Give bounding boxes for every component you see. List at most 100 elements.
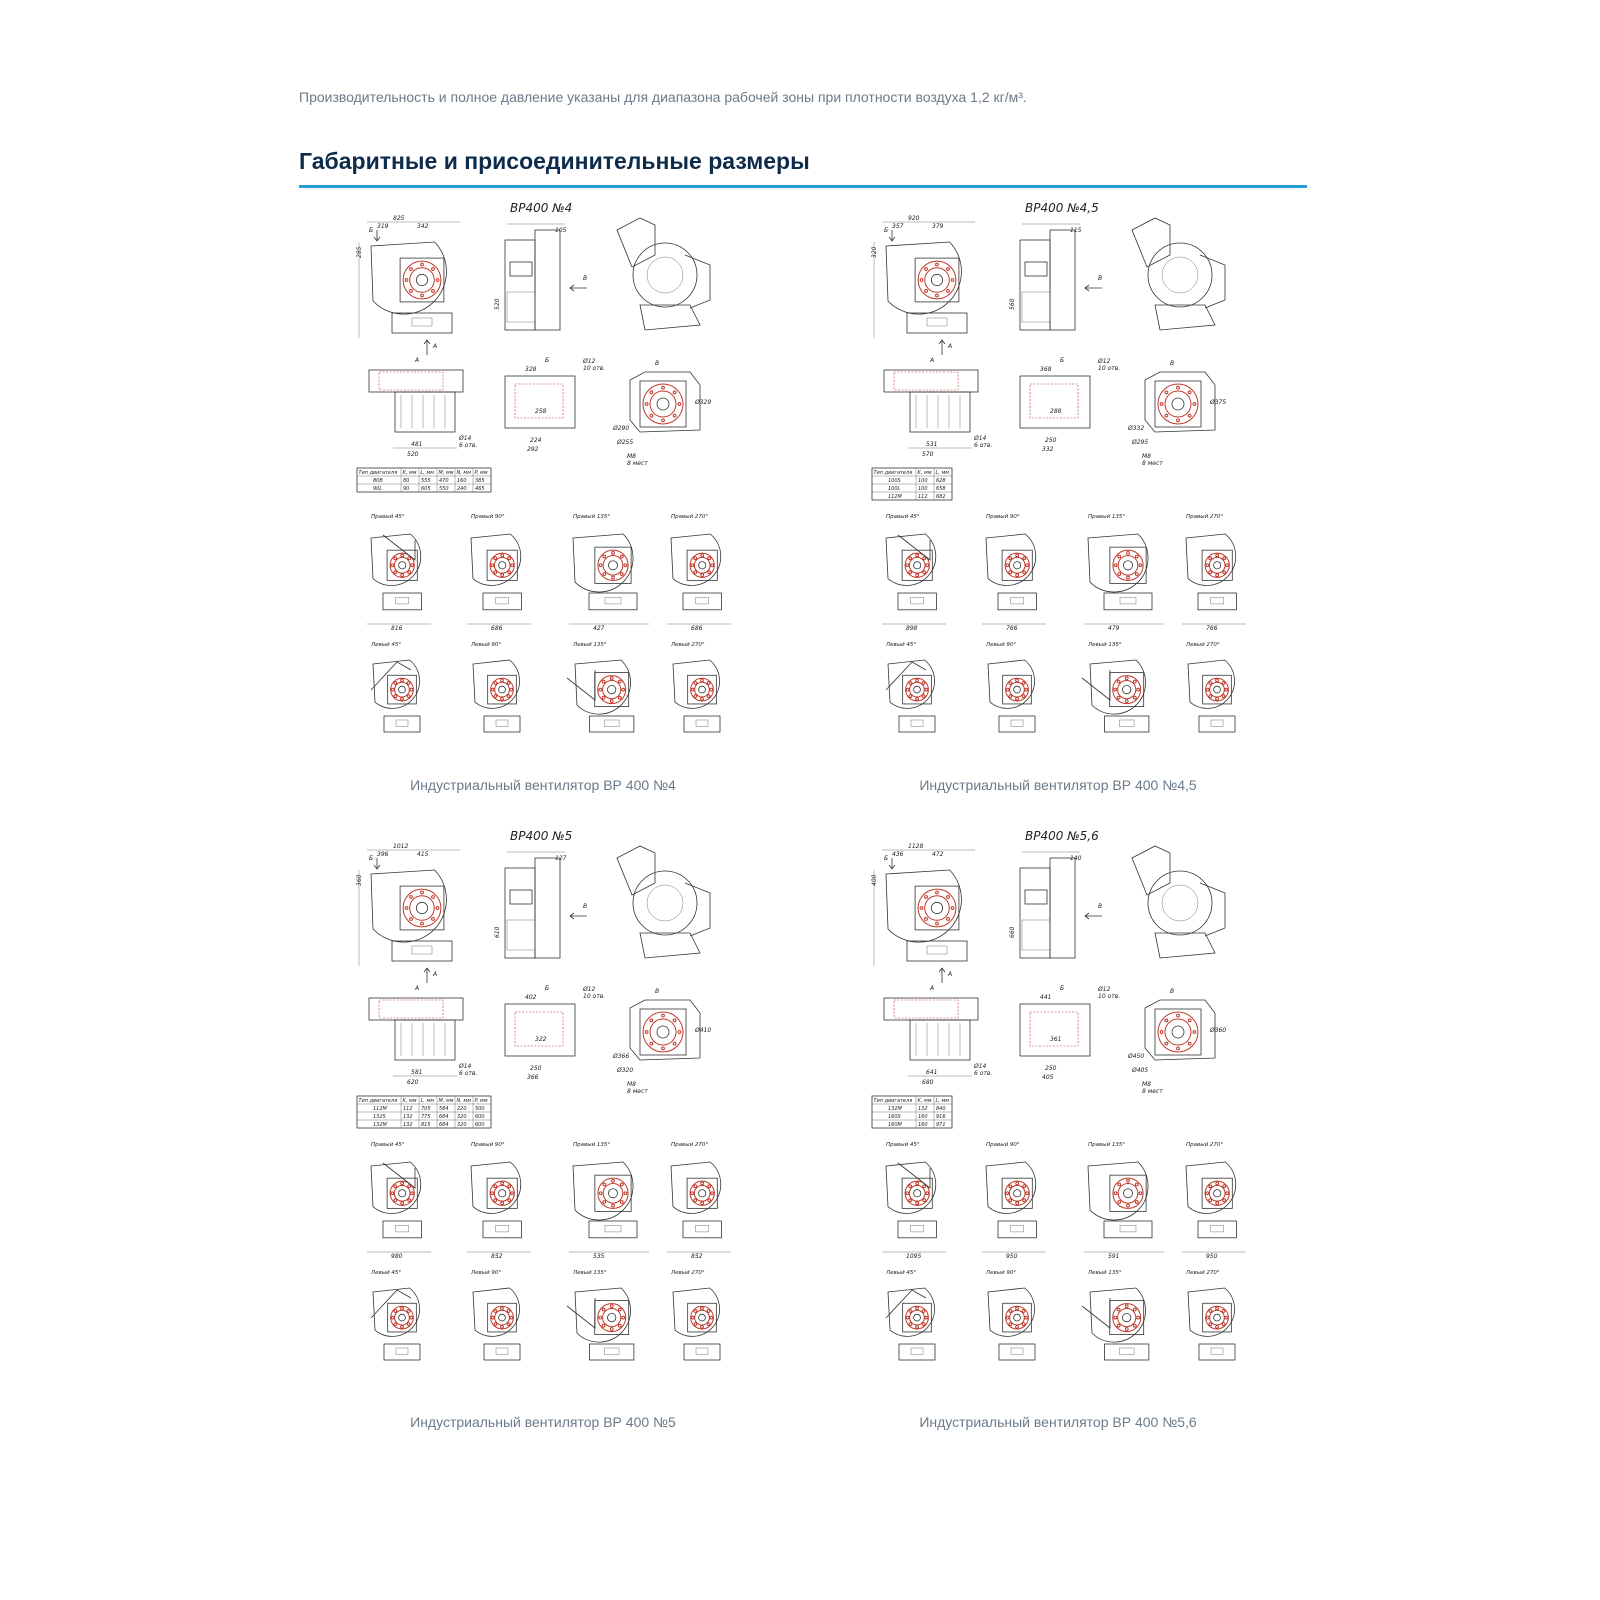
table-cell: 600 (475, 1122, 485, 1128)
left-variant-label: Левый 90° (470, 642, 501, 648)
fan-base (589, 715, 635, 733)
dim-a-inner: 641 (926, 1069, 937, 1076)
fan-flange (594, 1300, 630, 1335)
table-cell: 775 (421, 1114, 431, 1120)
view-a-title: А (414, 357, 419, 364)
dim-side-top: 115 (1070, 227, 1082, 234)
dim-right: 342 (417, 223, 429, 230)
table-cell: 470 (439, 478, 449, 484)
table-cell: 90L (373, 486, 382, 492)
fan-flange (487, 1302, 517, 1333)
dim-b-inner: 288 (1050, 408, 1062, 415)
table-cell: 240 (457, 486, 467, 492)
base-window (604, 597, 622, 605)
table-cell: 112 (403, 1106, 413, 1112)
left-variant-fan (472, 659, 521, 733)
b-hole-size: Ø12 (582, 986, 596, 993)
right-variant-label: Правый 90° (986, 514, 1020, 520)
base-window (1010, 1347, 1024, 1355)
view-a-arrow-label: А (947, 971, 952, 978)
fan-base (588, 1220, 638, 1239)
base-window (1119, 1347, 1135, 1355)
view-b-title: Б (1060, 357, 1064, 364)
table-header-cell: N, мм (457, 470, 472, 476)
right-variant-fan (572, 533, 638, 611)
table-header-cell: Тип двигателя (874, 1098, 913, 1104)
table-header-cell: K, мм (403, 1098, 417, 1104)
fan-flange (1002, 674, 1032, 705)
table-cell: 160M (888, 1122, 903, 1128)
fan-flange (487, 674, 517, 705)
view-b-arrow-label: Б (884, 855, 888, 862)
dim-a-outer: 680 (922, 1079, 934, 1086)
view-b-title: Б (1060, 985, 1064, 992)
right-variant-dim: 686 (491, 625, 503, 632)
fan-base (897, 1220, 937, 1239)
left-variant-fan (1187, 659, 1236, 733)
hole-size: Ø14 (458, 435, 472, 442)
drawing-title: ВР400 №5,6 (1025, 829, 1099, 843)
table-header-cell: L, мм (421, 1098, 435, 1104)
table-cell: 112M (373, 1106, 388, 1112)
base-window (695, 719, 709, 727)
table-header-cell: M, мм (439, 470, 454, 476)
dim-b-width: 402 (525, 994, 537, 1001)
table-cell: 132M (373, 1122, 388, 1128)
dim-height-upper: 320 (871, 246, 878, 258)
fan-flange (1001, 1177, 1033, 1209)
dim-b-width: 441 (1040, 994, 1051, 1001)
fan-flange (1109, 1174, 1147, 1212)
fan-base (998, 1343, 1036, 1361)
fan-base (382, 1220, 422, 1239)
dim-b-outer: 292 (527, 446, 539, 453)
v-thread: M8 (627, 453, 636, 460)
drawing-title: ВР400 №4 (510, 201, 572, 215)
table-cell: 112 (918, 494, 928, 500)
dim-a-outer: 620 (407, 1079, 419, 1086)
right-variant-fan (1087, 1161, 1153, 1239)
left-variant-label: Левый 270° (1185, 1270, 1220, 1276)
base-window (495, 597, 509, 605)
right-variant-label: Правый 90° (471, 514, 505, 520)
isometric-view (1131, 845, 1226, 959)
fan-flange (1109, 1300, 1145, 1335)
base-window (695, 1347, 709, 1355)
base-window (1010, 719, 1024, 727)
dim-v-outer: Ø410 (694, 1027, 711, 1034)
dim-v-mid: Ø290 (612, 425, 629, 432)
fan-base (897, 592, 937, 611)
fan-base (1103, 1220, 1153, 1239)
view-b-title: Б (545, 985, 549, 992)
left-variant-fan (472, 1287, 521, 1361)
view-v-title: В (1170, 360, 1174, 367)
view-b-arrow-label: Б (369, 855, 373, 862)
dim-v-inner: Ø295 (1131, 439, 1148, 446)
right-variant-label: Правый 45° (886, 514, 920, 520)
b-hole-size: Ø12 (1097, 358, 1111, 365)
table-cell: 160 (457, 478, 467, 484)
right-variant-label: Правый 90° (986, 1142, 1020, 1148)
left-variant-label: Левый 270° (670, 642, 705, 648)
table-header-cell: Тип двигателя (874, 470, 913, 476)
v-flange (639, 1008, 687, 1056)
table-header-cell: Тип двигателя (359, 470, 398, 476)
table-cell: 555 (421, 478, 431, 484)
fan-base (1103, 592, 1153, 611)
table-cell: 80B (373, 478, 383, 484)
left-variant-fan (574, 1287, 635, 1361)
base-window (926, 945, 948, 955)
table-cell: 100S (888, 478, 902, 484)
left-variant-label: Левый 135° (1087, 1270, 1122, 1276)
right-variant-dim: 816 (391, 625, 403, 632)
dim-b-width: 328 (525, 366, 537, 373)
view-b-arrow-label: Б (884, 227, 888, 234)
hole-size: Ø14 (973, 1063, 987, 1070)
dim-v-mid: Ø450 (1127, 1053, 1144, 1060)
dim-b-bottom: 250 (1045, 437, 1057, 444)
fan-flange (1002, 1302, 1032, 1333)
right-variant-dim: 898 (906, 625, 918, 632)
right-variant-dim: 950 (1206, 1253, 1218, 1260)
